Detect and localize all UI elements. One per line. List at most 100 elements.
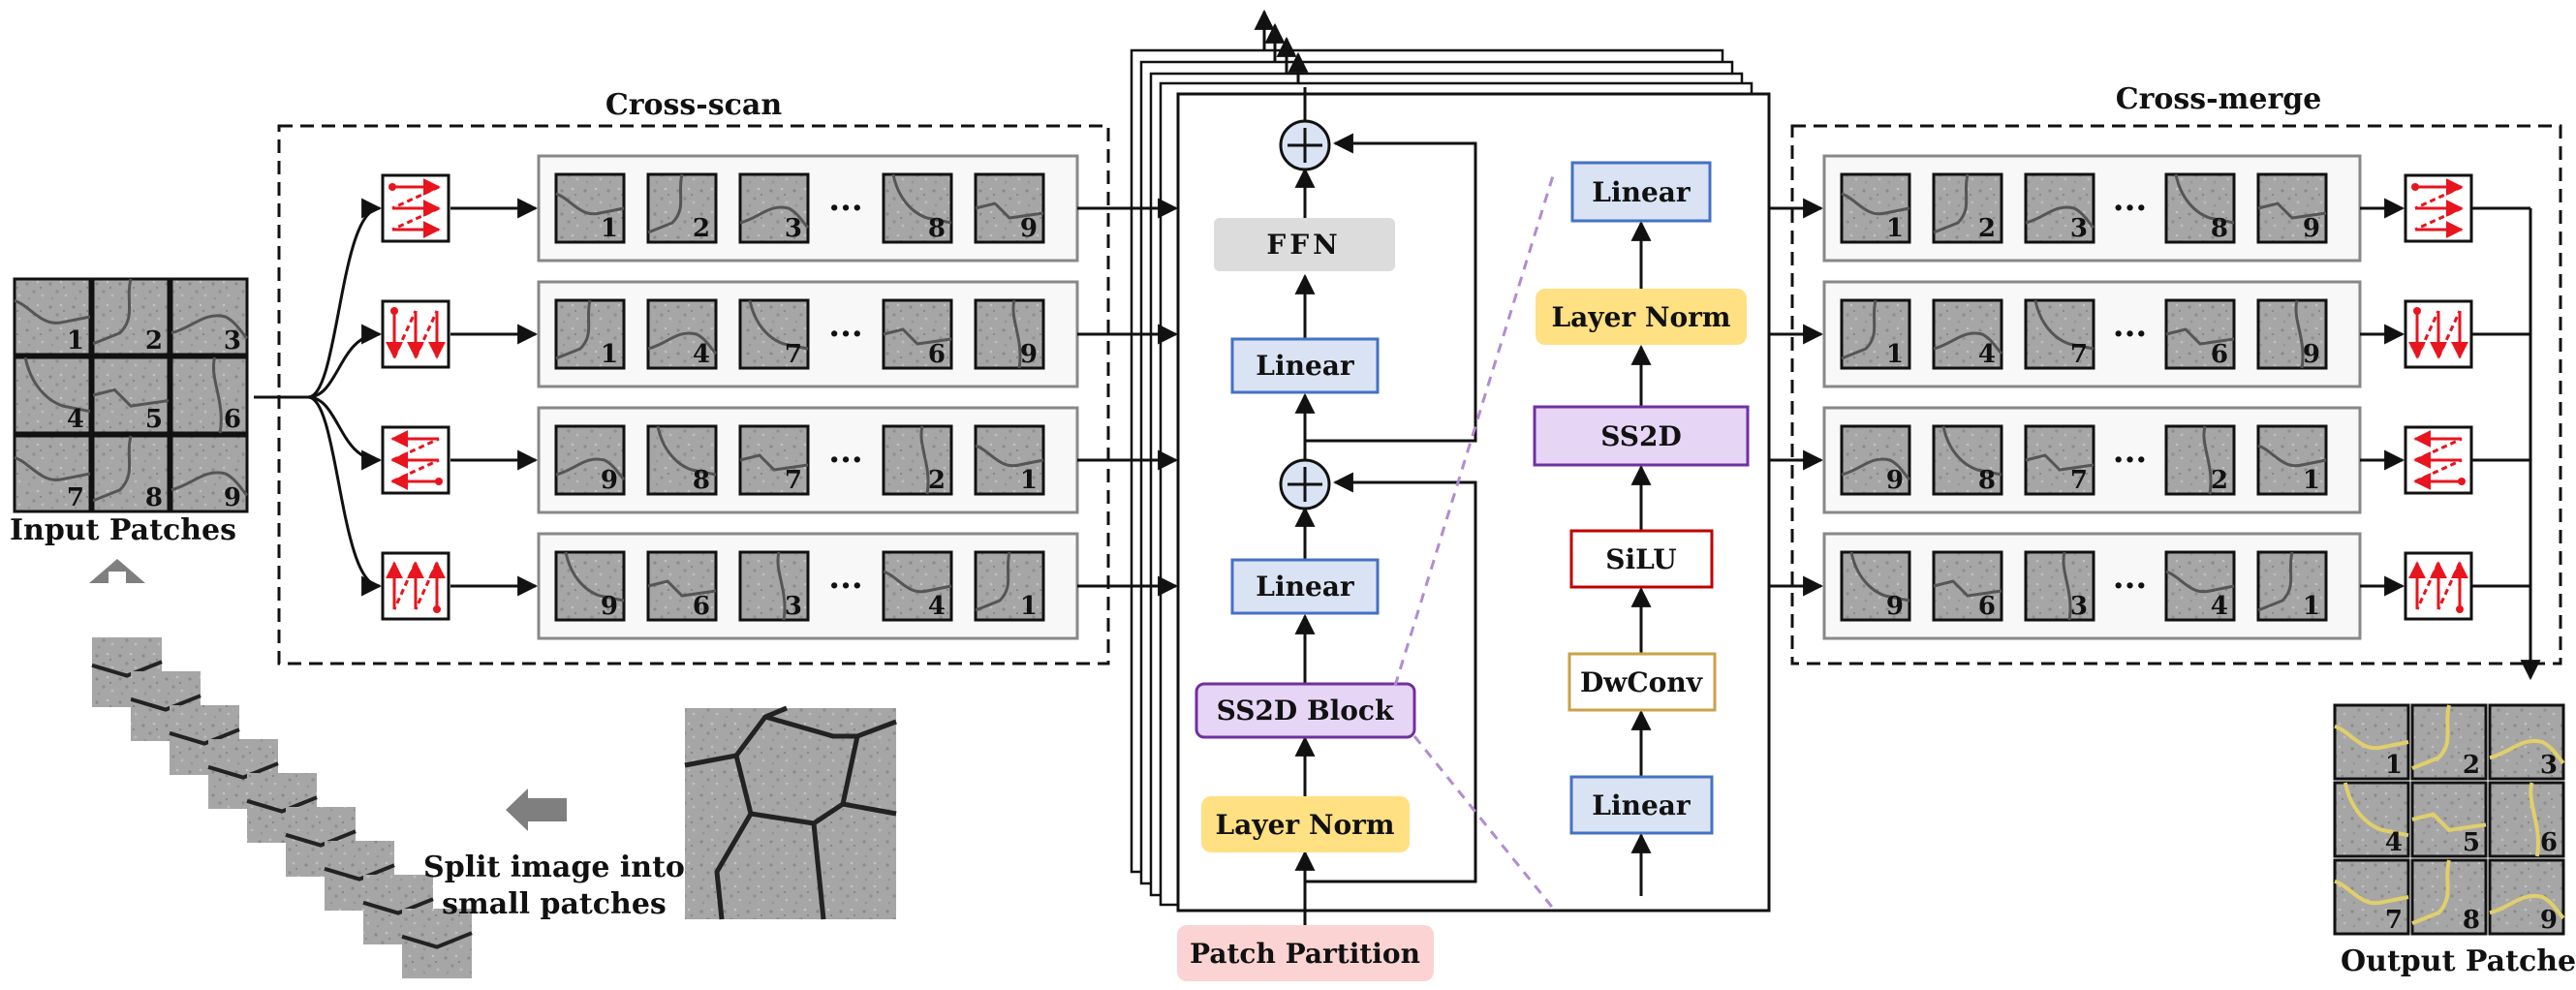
sequence-patch: 1 xyxy=(2256,424,2328,496)
cross-merge-title: Cross-merge xyxy=(2116,82,2322,116)
pavement-image xyxy=(684,705,897,920)
patch-number: 9 xyxy=(601,466,618,495)
patch-number: 8 xyxy=(693,466,710,495)
patch-number: 8 xyxy=(2211,214,2228,243)
output-patch: 9 xyxy=(2488,858,2563,936)
dwconv-label: DwConv xyxy=(1580,666,1703,698)
sequence-patch: 3 xyxy=(2024,550,2095,622)
sequence-patch: 3 xyxy=(738,550,810,622)
sequence-patch: 1 xyxy=(974,424,1045,496)
patch-number: 4 xyxy=(1978,340,1996,369)
scan-pattern-icon xyxy=(381,551,450,621)
layer-norm-right-box: Layer Norm xyxy=(1536,289,1747,345)
sequence-patch: 1 xyxy=(1840,172,1911,244)
patch-number: 9 xyxy=(1020,340,1038,369)
patch-number: 3 xyxy=(2070,592,2088,621)
sequence-patch: 6 xyxy=(646,550,718,622)
sequence-patch: 2 xyxy=(882,424,953,496)
block-to-merge-arrows xyxy=(1769,198,1824,597)
scan-pattern-icon xyxy=(381,299,450,369)
ss2d-label: SS2D xyxy=(1600,420,1682,452)
input-patch: 2 xyxy=(91,277,171,356)
patch-number: 2 xyxy=(2211,466,2228,495)
ffn-label: FFN xyxy=(1266,229,1341,261)
patch-number: 3 xyxy=(2070,214,2088,243)
linear-mid-label: Linear xyxy=(1256,571,1355,603)
left-arrow-icon xyxy=(506,789,567,831)
scan-pattern-icon xyxy=(2404,173,2473,243)
patch-number: 1 xyxy=(2385,751,2403,780)
input-patch: 5 xyxy=(91,356,171,435)
sequence-patch: 8 xyxy=(882,172,953,244)
sequence-patch: 1 xyxy=(2256,550,2328,622)
patch-number: 8 xyxy=(1978,466,1996,495)
patch-number: 1 xyxy=(601,340,618,369)
sequence-patch: 6 xyxy=(882,298,953,370)
sequence-patch: 4 xyxy=(646,298,718,370)
sequence-patch: 2 xyxy=(2164,424,2236,496)
input-patch: 1 xyxy=(13,277,92,356)
patch-number: 7 xyxy=(2070,466,2088,495)
linear-right-top-label: Linear xyxy=(1592,176,1691,208)
split-text-line1: Split image into xyxy=(423,851,685,884)
ellipsis: ··· xyxy=(2113,441,2148,480)
output-patch: 7 xyxy=(2333,858,2410,936)
sequence-patch: 7 xyxy=(738,424,810,496)
split-patches-staircase xyxy=(91,637,473,978)
patch-number: 7 xyxy=(2385,906,2403,935)
sequence-patch: 1 xyxy=(554,298,626,370)
patch-number: 9 xyxy=(601,592,618,621)
patch-number: 7 xyxy=(2070,340,2088,369)
sequence-patch: 1 xyxy=(554,172,626,244)
patch-partition-box: Patch Partition xyxy=(1177,925,1434,981)
linear-top-label: Linear xyxy=(1256,350,1355,382)
cross-scan-title: Cross-scan xyxy=(605,88,783,122)
patch-number: 3 xyxy=(785,592,802,621)
input-patches-label: Input Patches xyxy=(10,513,236,547)
sequence-patch: 7 xyxy=(738,298,810,370)
patch-number: 1 xyxy=(1886,340,1904,369)
ss2d-block-box: SS2D Block xyxy=(1195,682,1416,739)
patch-number: 1 xyxy=(2303,592,2320,621)
sequence-patch: 1 xyxy=(974,550,1045,622)
sequence-patch: 9 xyxy=(2256,298,2328,370)
patch-number: 2 xyxy=(2463,751,2480,780)
patch-number: 6 xyxy=(693,592,710,621)
output-patch: 1 xyxy=(2333,703,2410,781)
silu-label: SiLU xyxy=(1605,543,1676,575)
input-patch: 4 xyxy=(13,356,92,435)
patch-number: 1 xyxy=(601,214,618,243)
layer-norm-left-label: Layer Norm xyxy=(1215,809,1394,841)
patch-number: 2 xyxy=(928,466,946,495)
stack-output-arrows xyxy=(1254,9,1309,83)
scan-pattern-icon xyxy=(2404,299,2473,369)
ss2d-box: SS2D xyxy=(1533,405,1750,467)
fan-out-arrows xyxy=(254,198,383,597)
sequence-patch: 9 xyxy=(554,424,626,496)
sequence-patch: 9 xyxy=(1840,550,1911,622)
patch-number: 9 xyxy=(1020,214,1038,243)
output-patch: 8 xyxy=(2410,858,2488,936)
dwconv-box: DwConv xyxy=(1567,652,1717,712)
patch-number: 7 xyxy=(785,466,802,495)
input-patch: 6 xyxy=(170,356,249,435)
output-patch: 5 xyxy=(2410,781,2488,858)
cross-scan-region xyxy=(277,124,1110,665)
split-text-line2: small patches xyxy=(442,887,667,921)
patch-number: 5 xyxy=(145,405,163,434)
ellipsis: ··· xyxy=(828,315,863,354)
patch-number: 4 xyxy=(693,340,710,369)
linear-mid-box: Linear xyxy=(1230,558,1380,615)
patch-number: 3 xyxy=(785,214,802,243)
input-patch: 7 xyxy=(13,434,92,513)
sequence-patch: 9 xyxy=(2256,172,2328,244)
silu-box: SiLU xyxy=(1569,529,1714,589)
patch-number: 5 xyxy=(2463,828,2480,857)
